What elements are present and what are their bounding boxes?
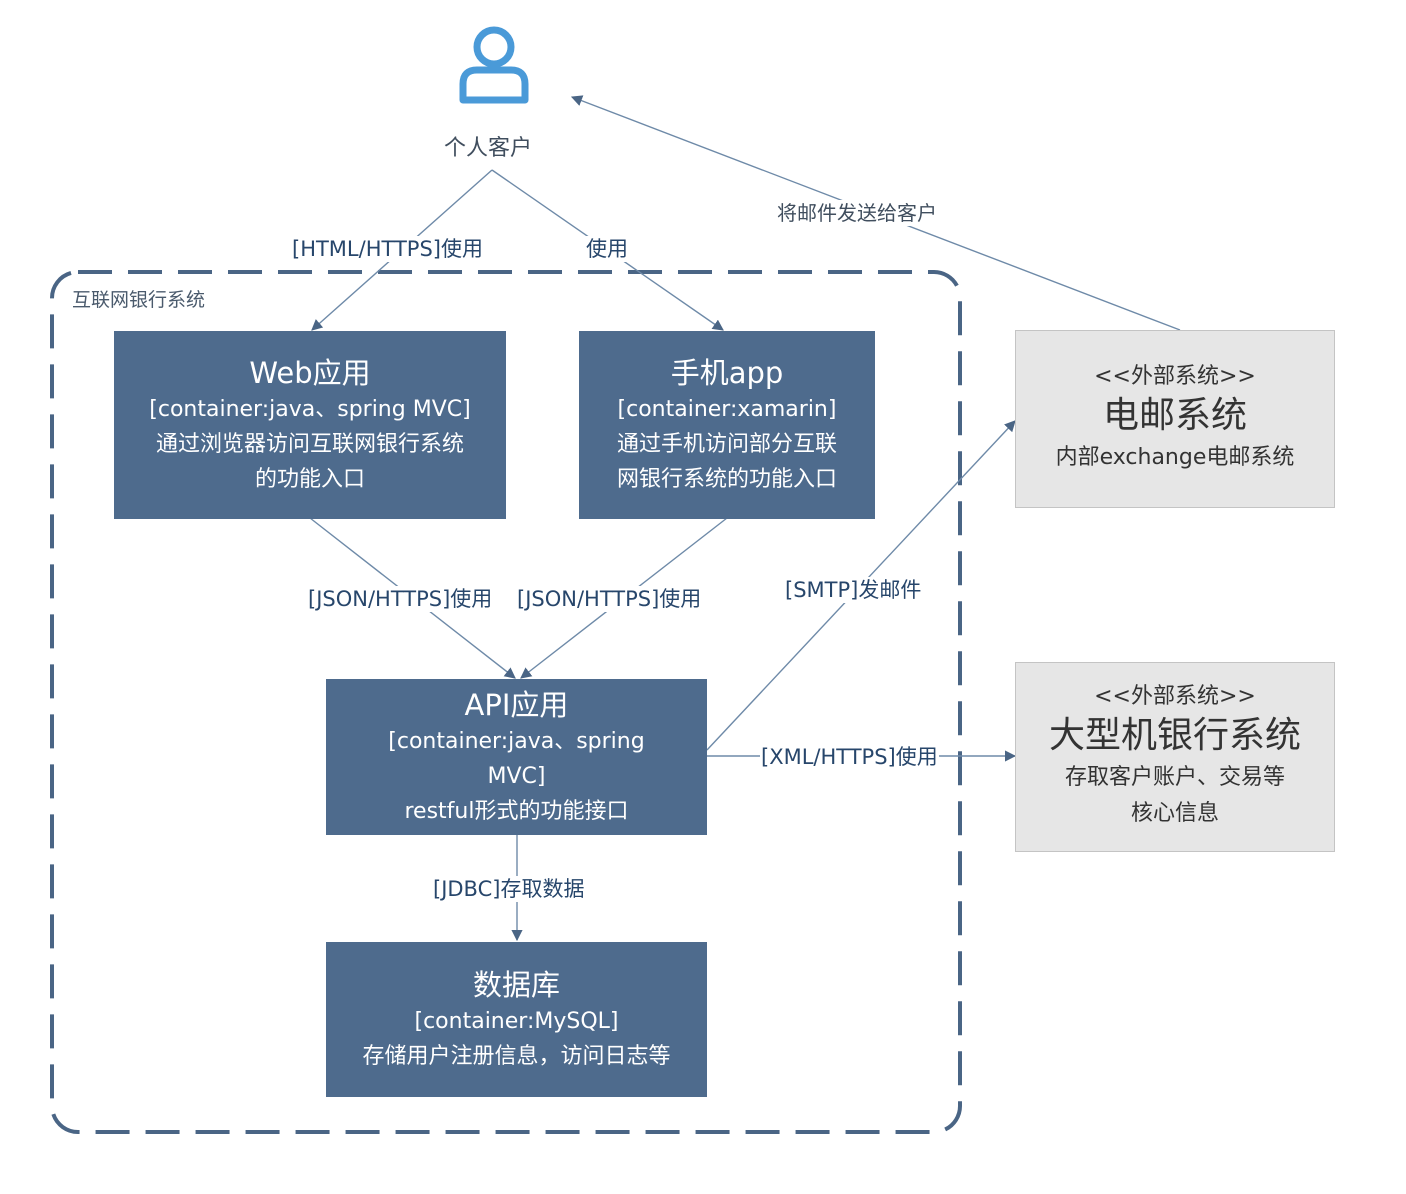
system-boundary	[50, 270, 962, 1134]
person-label: 个人客户	[444, 136, 533, 161]
api-app-desc: restful形式的功能接口	[404, 798, 629, 824]
edge-label-person-web: [HTML/HTTPS]使用	[291, 236, 484, 262]
database-title: 数据库	[472, 967, 560, 1002]
web-app-container[interactable]: Web应用 [container:java、spring MVC] 通过浏览器访…	[114, 331, 506, 519]
mail-system-name: 电邮系统	[1102, 395, 1247, 436]
web-app-tech: [container:java、spring MVC]	[149, 396, 471, 422]
edge-label-api-mail: [SMTP]发邮件	[784, 577, 923, 603]
api-app-container[interactable]: API应用 [container:java、spring MVC] restfu…	[326, 679, 707, 835]
database-container[interactable]: 数据库 [container:MySQL] 存储用户注册信息，访问日志等	[326, 942, 707, 1097]
mail-system-box[interactable]: <<外部系统>> 电邮系统 内部exchange电邮系统	[1015, 330, 1335, 508]
edge-label-mail-person: 将邮件发送给客户	[776, 200, 938, 226]
edge-label-web-api: [JSON/HTTPS]使用	[307, 586, 493, 612]
mainframe-system-stereotype: <<外部系统>>	[1094, 684, 1256, 709]
mobile-app-container[interactable]: 手机app [container:xamarin] 通过手机访问部分互联 网银行…	[579, 331, 875, 519]
mail-system-stereotype: <<外部系统>>	[1094, 364, 1256, 389]
mobile-app-title: 手机app	[670, 355, 784, 390]
database-tech: [container:MySQL]	[414, 1008, 619, 1034]
mobile-app-tech: [container:xamarin]	[617, 396, 837, 422]
boundary-label: 互联网银行系统	[70, 285, 208, 312]
mainframe-system-desc: 存取客户账户、交易等	[1064, 765, 1285, 790]
edge-label-api-db: [JDBC]存取数据	[432, 876, 586, 902]
api-app-tech-cont: MVC]	[487, 763, 546, 789]
database-desc: 存储用户注册信息，访问日志等	[362, 1043, 671, 1069]
edge-label-person-mobile: 使用	[585, 236, 629, 262]
mobile-app-desc-cont: 网银行系统的功能入口	[616, 466, 837, 492]
web-app-desc-cont: 的功能入口	[254, 466, 365, 492]
mainframe-system-box[interactable]: <<外部系统>> 大型机银行系统 存取客户账户、交易等 核心信息	[1015, 662, 1335, 852]
edge-label-mobile-api: [JSON/HTTPS]使用	[517, 586, 703, 612]
edge-label-api-mainframe: [XML/HTTPS]使用	[760, 744, 939, 770]
user-icon	[459, 26, 529, 104]
mobile-app-desc: 通过手机访问部分互联	[616, 431, 837, 457]
api-app-title: API应用	[464, 687, 569, 722]
api-app-tech: [container:java、spring	[388, 728, 645, 754]
web-app-title: Web应用	[249, 355, 371, 390]
mail-system-desc: 内部exchange电邮系统	[1055, 445, 1295, 470]
web-app-desc: 通过浏览器访问互联网银行系统	[155, 431, 464, 457]
mainframe-system-name: 大型机银行系统	[1048, 715, 1301, 756]
mainframe-system-desc-cont: 核心信息	[1130, 801, 1219, 826]
